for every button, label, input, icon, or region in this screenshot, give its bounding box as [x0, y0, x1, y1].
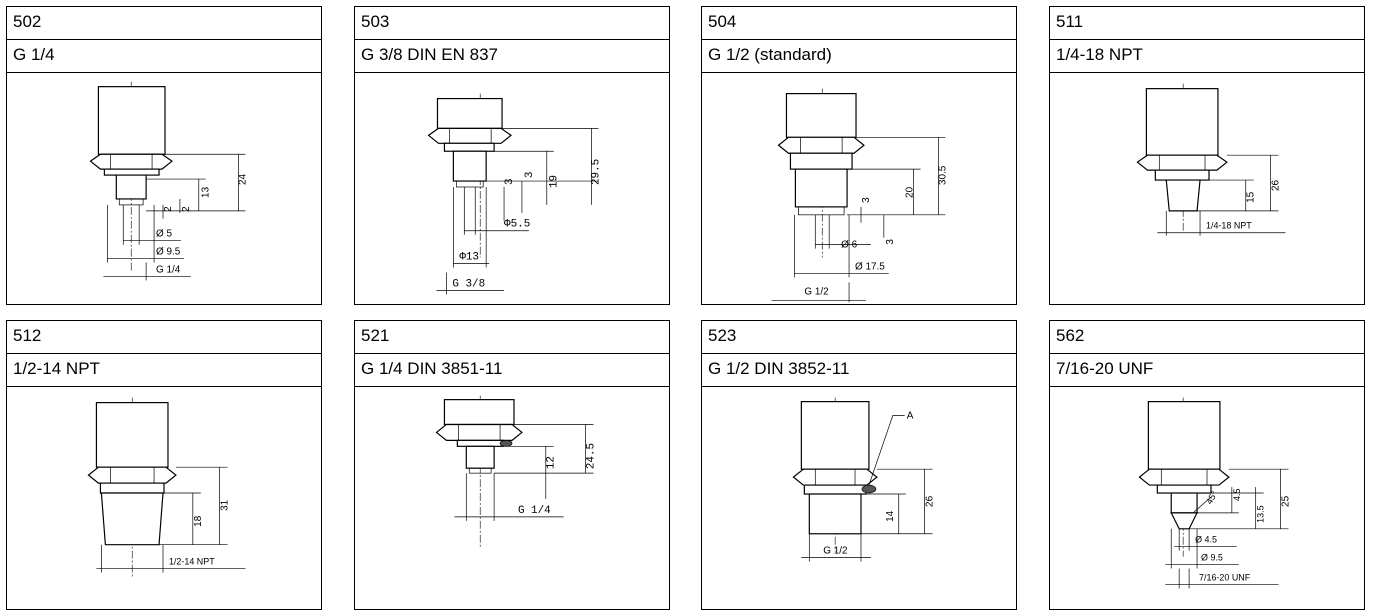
connection-drawing: 24.5 12 G 1/4 [355, 387, 669, 609]
thread-type: 1/4-18 NPT [1050, 40, 1364, 73]
dim-d5: Ø 5 [156, 229, 172, 240]
connection-drawing: 45° 25 13.5 4.5 Ø 4.5 Ø 9.5 7/16-20 UNF [1050, 387, 1364, 609]
dim-29-5: 29.5 [590, 159, 602, 185]
card-511: 511 1/4-18 NPT 26 15 1/4-18 NPT [1049, 6, 1365, 305]
dim-thread: G 1/4 [156, 264, 181, 275]
dim-31: 31 [220, 499, 231, 511]
connection-code: 562 [1050, 321, 1364, 354]
dim-26: 26 [925, 495, 936, 507]
connection-drawing: 31 18 1/2-14 NPT [7, 387, 321, 609]
dim-thread: G 1/4 [518, 505, 551, 517]
dim-2b: 2 [181, 206, 192, 212]
connection-drawing: 30.5 20 3 3 Ø 6 Ø 17.5 G 1/2 [702, 73, 1016, 304]
dim-d95: Ø 9.5 [156, 247, 181, 258]
connection-code: 503 [355, 7, 669, 40]
card-502: 502 G 1/4 24 13 2 2 Ø 5 Ø 9. [6, 6, 322, 305]
dim-thread: 1/4-18 NPT [1206, 221, 1252, 231]
dim-d175: Ø 17.5 [855, 261, 885, 272]
thread-type: G 1/4 DIN 3851-11 [355, 354, 669, 387]
dim-3b: 3 [885, 239, 896, 245]
dim-20: 20 [905, 186, 916, 198]
dim-18: 18 [193, 515, 204, 527]
thread-type: G 1/2 DIN 3852-11 [702, 354, 1016, 387]
dim-24-5: 24.5 [585, 443, 597, 469]
connection-code: 521 [355, 321, 669, 354]
seal-ring-icon [499, 440, 513, 447]
dim-thread: G 1/2 [823, 546, 848, 557]
card-504: 504 G 1/2 (standard) 30.5 20 3 3 Ø 6 [701, 6, 1017, 305]
dim-thread: 7/16-20 UNF [1199, 572, 1251, 582]
dim-3a: 3 [861, 197, 872, 203]
dim-d95: Ø 9.5 [1201, 553, 1223, 563]
label-a: A [907, 411, 914, 422]
dim-19: 19 [549, 175, 561, 188]
connection-drawing: 29.5 19 3 3 Φ5.5 Φ13 G 3/8 [355, 73, 669, 304]
connection-drawing: 24 13 2 2 Ø 5 Ø 9.5 G 1/4 [7, 73, 321, 304]
thread-type: 7/16-20 UNF [1050, 354, 1364, 387]
connection-drawing: 26 15 1/4-18 NPT [1050, 73, 1364, 304]
dim-3b: 3 [524, 172, 536, 179]
connection-code: 511 [1050, 7, 1364, 40]
dim-d45: Ø 4.5 [1195, 535, 1217, 545]
dim-2a: 2 [163, 206, 174, 212]
dim-phi13: Φ13 [459, 252, 479, 264]
dim-15: 15 [1246, 191, 1257, 203]
thread-type: G 3/8 DIN EN 837 [355, 40, 669, 73]
seal-ring-icon [861, 484, 877, 494]
dim-4-5: 4.5 [1232, 489, 1242, 501]
dim-26: 26 [1271, 179, 1282, 191]
dim-thread: G 1/2 [804, 286, 829, 297]
card-523: 523 G 1/2 DIN 3852-11 A 26 14 G 1/2 [701, 320, 1017, 610]
card-562: 562 7/16-20 UNF 45° 25 13.5 4.5 Ø 4.5 [1049, 320, 1365, 610]
connection-code: 512 [7, 321, 321, 354]
card-512: 512 1/2-14 NPT 31 18 1/2-14 NPT [6, 320, 322, 610]
dim-thread: G 3/8 [452, 278, 485, 290]
dim-14: 14 [885, 510, 896, 522]
thread-type: 1/2-14 NPT [7, 354, 321, 387]
dim-13: 13 [201, 186, 212, 198]
card-503: 503 G 3/8 DIN EN 837 29.5 19 3 3 Φ5.5 [354, 6, 670, 305]
connection-code: 502 [7, 7, 321, 40]
connection-code: 504 [702, 7, 1016, 40]
connection-drawing: A 26 14 G 1/2 [702, 387, 1016, 609]
connection-code: 523 [702, 321, 1016, 354]
dim-12: 12 [546, 456, 558, 469]
dim-24: 24 [237, 174, 248, 186]
card-521: 521 G 1/4 DIN 3851-11 24.5 12 G 1/4 [354, 320, 670, 610]
dim-thread: 1/2-14 NPT [169, 557, 215, 567]
thread-type: G 1/2 (standard) [702, 40, 1016, 73]
dim-30-5: 30.5 [937, 165, 948, 185]
thread-type: G 1/4 [7, 40, 321, 73]
dim-3a: 3 [504, 178, 516, 185]
dim-phi55: Φ5.5 [504, 219, 530, 231]
dim-13-5: 13.5 [1256, 505, 1266, 522]
dim-25: 25 [1280, 495, 1291, 507]
